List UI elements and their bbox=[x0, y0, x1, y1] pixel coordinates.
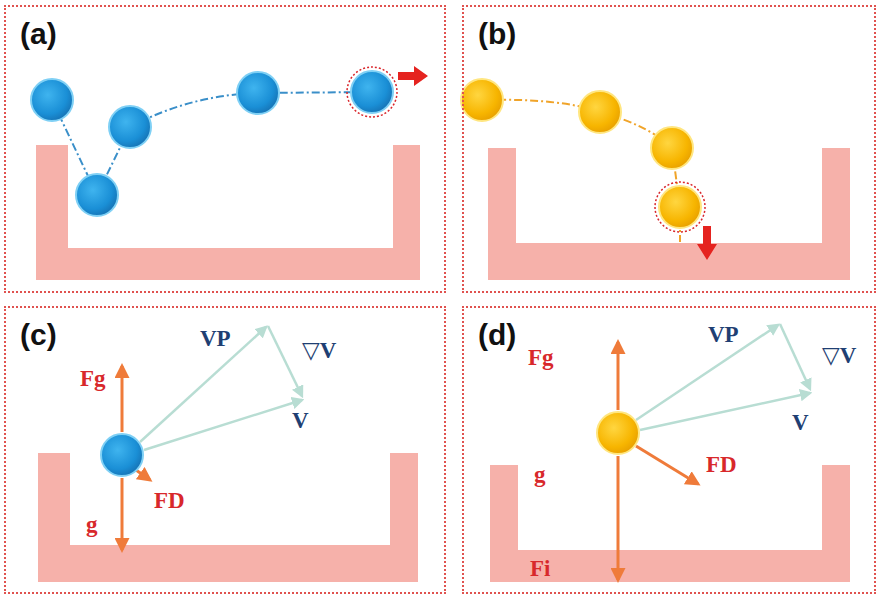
vector-label: VP bbox=[200, 326, 231, 351]
motion-arrow bbox=[697, 226, 717, 260]
blue-particle bbox=[109, 106, 151, 148]
blue-particle bbox=[101, 434, 143, 476]
force-label: g bbox=[534, 462, 546, 487]
panel-label: (a) bbox=[20, 17, 57, 51]
yellow-particle bbox=[461, 79, 503, 121]
force-arrow bbox=[617, 342, 620, 410]
yellow-particle bbox=[579, 91, 621, 133]
force-arrow bbox=[636, 446, 698, 484]
container bbox=[36, 145, 420, 280]
blue-particle bbox=[237, 72, 279, 114]
force-arrow bbox=[617, 456, 620, 580]
vector-label: ▽V bbox=[302, 338, 336, 363]
panel-label: (c) bbox=[20, 318, 57, 352]
force-label: FD bbox=[706, 452, 737, 477]
velocity-vector bbox=[640, 393, 810, 430]
blue-particle bbox=[31, 79, 73, 121]
vector-label: V bbox=[792, 410, 809, 435]
force-label: g bbox=[86, 512, 98, 537]
blue-particle bbox=[351, 71, 393, 113]
vector-label: VP bbox=[708, 322, 739, 347]
blue-particle bbox=[76, 174, 118, 216]
yellow-particle bbox=[597, 412, 639, 454]
figure-panel: (b) bbox=[462, 5, 876, 293]
motion-arrow bbox=[398, 66, 428, 86]
force-label: FD bbox=[154, 488, 185, 513]
vector-label: V bbox=[292, 408, 309, 433]
highlight-ring bbox=[347, 67, 397, 117]
figure-panel: (a) bbox=[4, 5, 446, 293]
force-label: Fg bbox=[528, 345, 554, 370]
yellow-particle bbox=[659, 186, 701, 228]
velocity-vector bbox=[144, 400, 302, 450]
velocity-vector bbox=[140, 327, 266, 442]
gradient-vector bbox=[780, 324, 810, 389]
container bbox=[38, 453, 418, 582]
panel-label: (b) bbox=[478, 17, 516, 51]
vector-label: ▽V bbox=[822, 343, 856, 368]
panel-label: (d) bbox=[478, 318, 516, 352]
force-arrow bbox=[136, 470, 150, 480]
figure-panel: (d) bbox=[462, 306, 876, 594]
yellow-particle bbox=[651, 127, 693, 169]
force-arrow bbox=[121, 478, 124, 550]
force-label: Fg bbox=[80, 366, 106, 391]
gradient-vector bbox=[268, 326, 302, 396]
highlight-ring bbox=[655, 182, 705, 232]
force-arrow bbox=[121, 366, 124, 432]
force-label: Fi bbox=[530, 556, 550, 581]
